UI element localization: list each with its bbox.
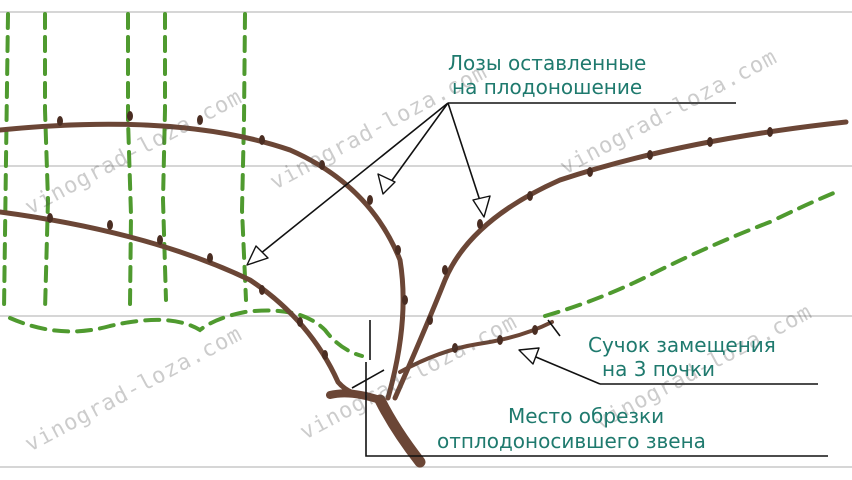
watermark-1: vinograd-loza.com xyxy=(21,85,247,221)
bud xyxy=(47,213,53,223)
vine-trunk xyxy=(374,394,426,468)
bud xyxy=(647,150,653,160)
bud xyxy=(587,167,593,177)
green-right-shoot xyxy=(543,190,838,318)
cut-place-label-line1: Место обрезки xyxy=(508,404,664,428)
bud xyxy=(477,219,483,229)
bud xyxy=(297,317,303,327)
bud xyxy=(157,235,163,245)
pointer-line-middle xyxy=(384,102,449,191)
green-low-shoot xyxy=(8,308,364,358)
bud xyxy=(259,135,265,145)
left-upper-cane xyxy=(0,121,406,401)
cut-mark-diagonal xyxy=(351,369,385,389)
fruiting-canes-label-line1: Лозы оставленные xyxy=(448,51,646,75)
green-shoots xyxy=(2,12,838,358)
cut-place-label-line2: отплодоносившего звена xyxy=(437,429,706,453)
bud xyxy=(207,253,213,263)
green-shoot-2 xyxy=(126,12,134,307)
bud xyxy=(532,325,538,335)
spur-pointer-line xyxy=(523,351,601,385)
bud xyxy=(427,315,433,325)
cut-pointer-line xyxy=(365,362,828,457)
bud xyxy=(767,127,773,137)
bud xyxy=(527,191,533,201)
watermark-4: vinograd-loza.com xyxy=(21,322,247,458)
bud xyxy=(259,285,265,295)
arrowhead-left xyxy=(246,245,269,266)
bud xyxy=(442,265,448,275)
arrowhead-spur xyxy=(518,347,540,365)
bud xyxy=(197,115,203,125)
bud xyxy=(319,160,325,170)
green-shoot-4 xyxy=(239,12,248,302)
bud xyxy=(707,137,713,147)
cut-marks xyxy=(351,319,561,389)
bud xyxy=(402,295,408,305)
bud xyxy=(497,335,503,345)
arrowheads xyxy=(246,173,540,365)
bud xyxy=(57,116,63,126)
green-shoot-3 xyxy=(160,12,168,302)
vine-buds xyxy=(47,111,773,360)
labels: Лозы оставленные на плодоношение Сучок з… xyxy=(437,51,776,453)
bud xyxy=(395,245,401,255)
bud xyxy=(452,343,458,353)
green-shoot-1 xyxy=(43,12,51,312)
bud xyxy=(107,220,113,230)
spur-cut-mark xyxy=(547,319,561,337)
replacement-spur-label-line2: на 3 почки xyxy=(602,357,715,381)
green-shoot-5 xyxy=(2,12,10,312)
bud xyxy=(127,111,133,121)
arrowhead-right xyxy=(472,195,491,218)
replacement-spur-label-line1: Сучок замещения xyxy=(588,333,776,357)
arrowhead-middle xyxy=(377,173,396,195)
pointer-line-left xyxy=(249,102,449,263)
pointer-line-right xyxy=(447,102,485,214)
pointer-lines xyxy=(249,102,828,457)
fruiting-canes-label-line2: на плодоношение xyxy=(452,75,642,99)
trellis-wires xyxy=(0,11,852,468)
bud xyxy=(367,195,373,205)
right-upper-cane xyxy=(392,119,849,401)
watermark-5: vinograd-loza.com xyxy=(296,310,522,446)
vine-canes xyxy=(0,119,849,468)
replacement-spur xyxy=(398,320,554,374)
bud xyxy=(322,350,328,360)
